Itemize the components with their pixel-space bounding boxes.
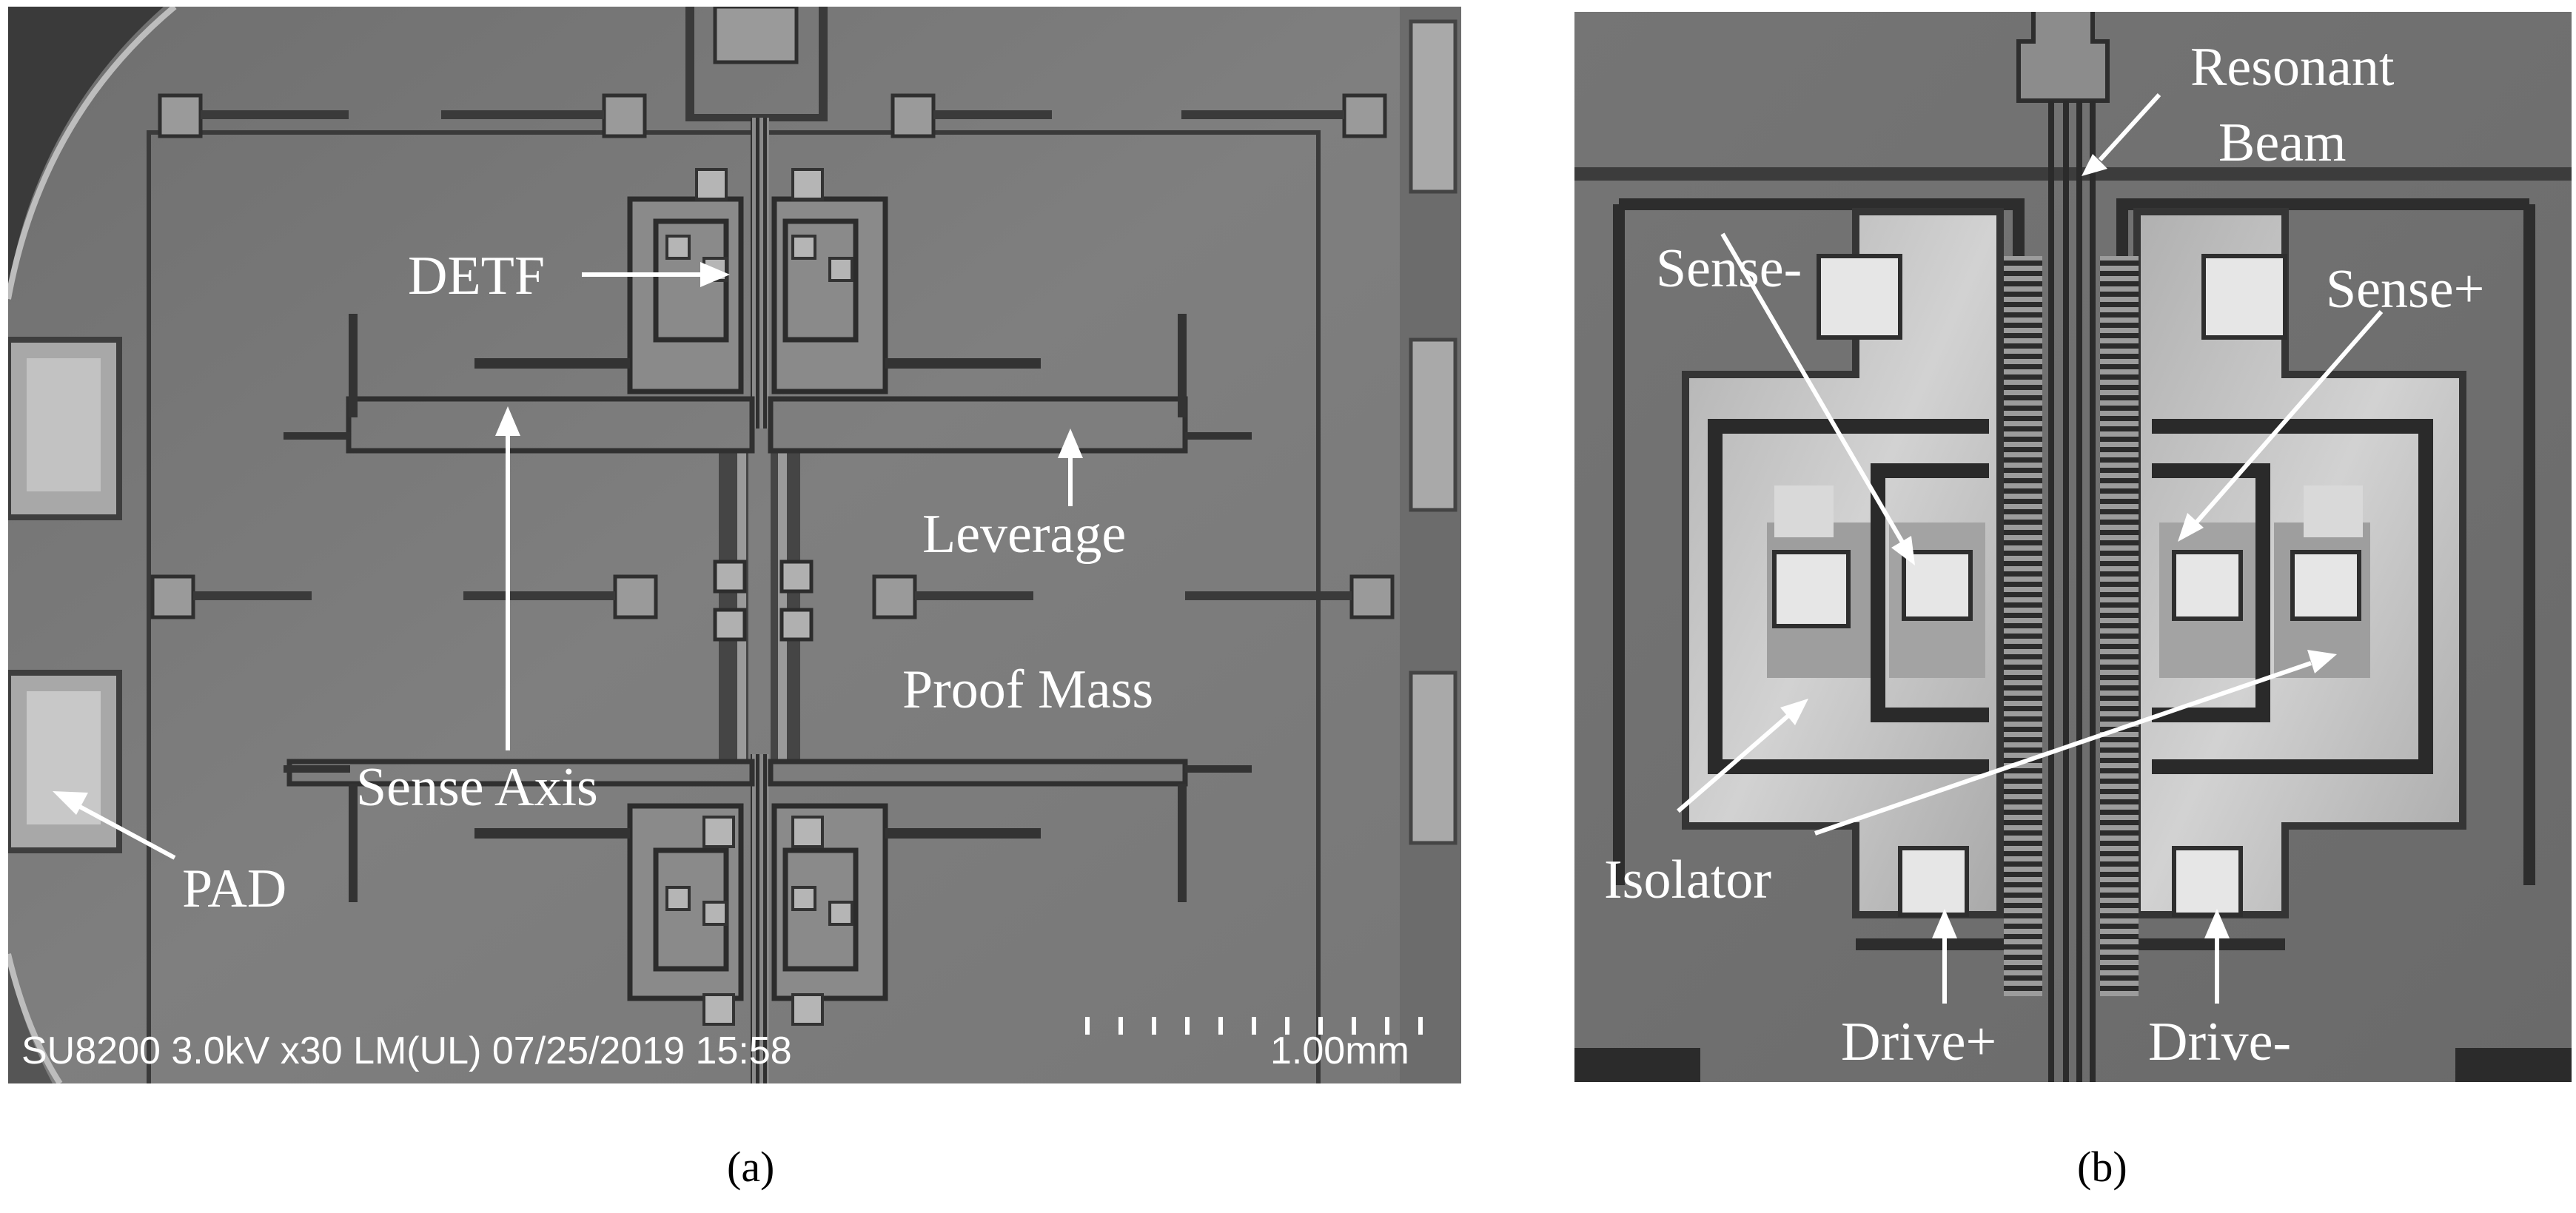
resonant-beam-arrow [2098,93,2161,162]
label-isolator: Isolator [1604,850,1772,910]
label-sense-plus: Sense+ [2326,259,2485,320]
label-pad: PAD [182,858,287,919]
sense-minus-arrow [1720,232,1906,546]
label-sense-axis: Sense Axis [356,757,598,818]
caption-b: (b) [2077,1143,2127,1191]
sem-image-b: Resonant Beam Sense- Sense+ Isolator Dri… [1574,12,2572,1082]
sem-micrograph-detail [1574,12,2572,1082]
label-drive-minus: Drive- [2148,1012,2292,1072]
label-resonant: Resonant [2190,37,2395,98]
sem-info-text: SU8200 3.0kV x30 LM(UL) 07/25/2019 15:58 [21,1029,792,1072]
sense-plus-arrow [2194,310,2384,524]
label-beam: Beam [2218,112,2347,173]
scale-bar-label: 1.00mm [1270,1029,1409,1072]
caption-a: (a) [727,1143,775,1191]
isolator-arrow-left [1677,713,1791,813]
sem-image-a: DETF Leverage Proof Mass Sense Axis PAD … [8,7,1461,1083]
label-sense-minus: Sense- [1656,238,1802,299]
isolator-arrow-right [1814,661,2312,836]
label-detf: DETF [408,246,545,306]
sem-micrograph-overview [8,7,1461,1083]
label-drive-plus: Drive+ [1841,1012,1997,1072]
label-proof-mass: Proof Mass [902,659,1154,720]
label-leverage: Leverage [922,504,1127,565]
pad-arrow [77,804,176,860]
